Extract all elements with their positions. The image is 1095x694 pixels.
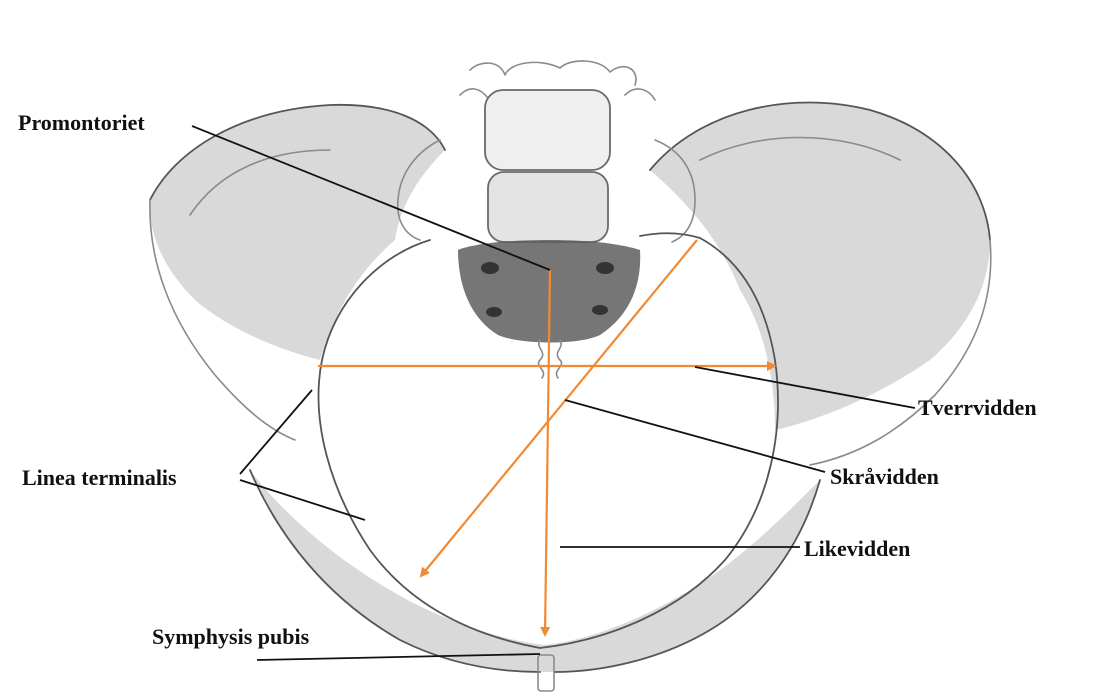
leader-linea-terminalis-lower (240, 480, 365, 520)
label-linea-terminalis: Linea terminalis (22, 467, 177, 489)
label-promontoriet: Promontoriet (18, 112, 145, 134)
spine (398, 61, 695, 378)
label-tverrvidden: Tverrvidden (918, 397, 1037, 419)
label-skravidden: Skråvidden (830, 466, 939, 488)
leader-linea-terminalis-upper (240, 390, 312, 474)
left-iliac-wing (150, 105, 445, 440)
label-likevidden: Likevidden (804, 538, 910, 560)
label-symphysis-pubis: Symphysis pubis (152, 626, 309, 648)
